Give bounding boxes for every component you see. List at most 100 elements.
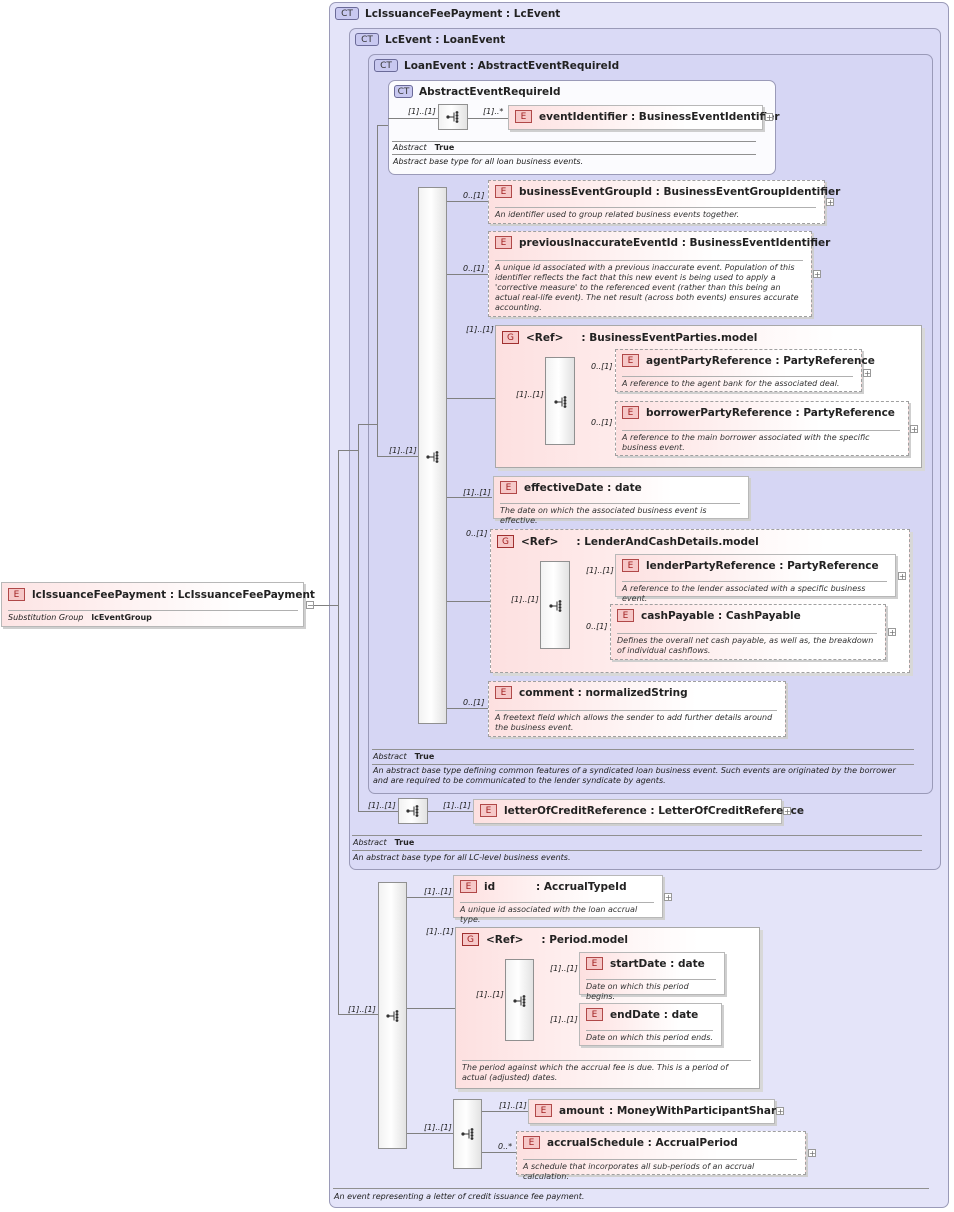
abstract-value: True [414, 752, 435, 761]
group-ref: <Ref> [486, 933, 524, 946]
expand-button[interactable]: + [863, 369, 871, 378]
sequence-compositor[interactable] [545, 357, 575, 445]
abstract-label: Abstract [373, 752, 407, 761]
element-title: comment : normalizedString [519, 686, 688, 699]
element-badge: E [495, 686, 512, 699]
element-title: cashPayable : CashPayable [641, 609, 801, 622]
complex-type-badge: CT [335, 7, 359, 20]
multiplicity: [1]..[1] [424, 1123, 452, 1132]
element-badge: E [480, 804, 497, 817]
multiplicity: 0..[1] [463, 191, 485, 200]
expand-button[interactable]: + [808, 1149, 816, 1158]
multiplicity: 0..[1] [466, 529, 488, 538]
expand-button[interactable]: + [783, 807, 791, 816]
sequence-compositor[interactable] [418, 187, 447, 724]
sequence-compositor[interactable] [438, 104, 468, 130]
expand-button[interactable]: + [776, 1107, 784, 1116]
complex-type-badge: CT [374, 59, 398, 72]
sequence-compositor[interactable] [398, 798, 428, 824]
expand-button[interactable]: + [826, 198, 834, 207]
element-description: A schedule that incorporates all sub-per… [523, 1159, 797, 1182]
sequence-compositor[interactable] [378, 882, 407, 1149]
connector [377, 456, 418, 457]
multiplicity: [1]..* [483, 107, 504, 116]
connector [468, 118, 508, 119]
group-title: : Period.model [541, 933, 628, 946]
connector [482, 1111, 528, 1112]
element-description: An identifier used to group related busi… [495, 207, 816, 220]
complex-type-description: An abstract base type for all LC-level b… [353, 853, 571, 862]
connector [338, 450, 358, 451]
element-badge: E [586, 1008, 603, 1021]
element-title: letterOfCreditReference : LetterOfCredit… [504, 804, 805, 817]
connector [305, 605, 339, 606]
element-description: A unique id associated with the loan acc… [460, 902, 654, 925]
element-description: Date on which this period ends. [586, 1030, 713, 1043]
element-badge: E [622, 354, 639, 367]
element-title: lenderPartyReference : PartyReference [646, 559, 879, 572]
expand-button[interactable]: + [664, 893, 672, 902]
expand-button[interactable]: + [813, 270, 821, 279]
element-badge: E [622, 406, 639, 419]
multiplicity: [1]..[1] [550, 964, 578, 973]
element-description: A unique id associated with a previous i… [495, 260, 803, 313]
expand-button[interactable]: + [765, 113, 773, 122]
sequence-compositor[interactable] [505, 959, 534, 1041]
complex-type-title: LcEvent : LoanEvent [385, 33, 506, 46]
element-title: accrualSchedule : AccrualPeriod [547, 1136, 738, 1149]
element-badge: E [523, 1136, 540, 1149]
connector [358, 424, 378, 425]
multiplicity: [1]..[1] [466, 325, 494, 334]
group-header: G<Ref>: Period.model [462, 933, 628, 946]
element-badge: E [8, 588, 25, 601]
group-ref: <Ref> [526, 331, 564, 344]
expand-button[interactable]: + [898, 572, 906, 581]
element-title: lcIssuanceFeePayment : LcIssuanceFeePaym… [32, 588, 315, 601]
group-description: The period against which the accrual fee… [462, 1060, 751, 1083]
multiplicity: [1]..[1] [408, 107, 436, 116]
multiplicity: [1]..[1] [368, 801, 396, 810]
element-title: amount [559, 1104, 605, 1117]
divider [372, 749, 914, 750]
complex-type-title: AbstractEventRequireId [419, 85, 561, 98]
sequence-compositor[interactable] [453, 1099, 482, 1169]
element-badge: E [500, 481, 517, 494]
collapse-button[interactable]: − [306, 601, 314, 610]
multiplicity: 0..[1] [463, 264, 485, 273]
multiplicity: 0..[1] [591, 362, 613, 371]
complex-type-description: Abstract base type for all loan business… [393, 157, 584, 166]
expand-button[interactable]: + [888, 628, 896, 637]
sequence-compositor[interactable] [540, 561, 570, 649]
sequence-icon [406, 805, 419, 817]
connector [447, 708, 488, 709]
substitution-group-value: lcEventGroup [91, 613, 152, 622]
group-title: : LenderAndCashDetails.model [576, 535, 759, 548]
connector [407, 1133, 453, 1134]
expand-button[interactable]: + [910, 425, 918, 434]
